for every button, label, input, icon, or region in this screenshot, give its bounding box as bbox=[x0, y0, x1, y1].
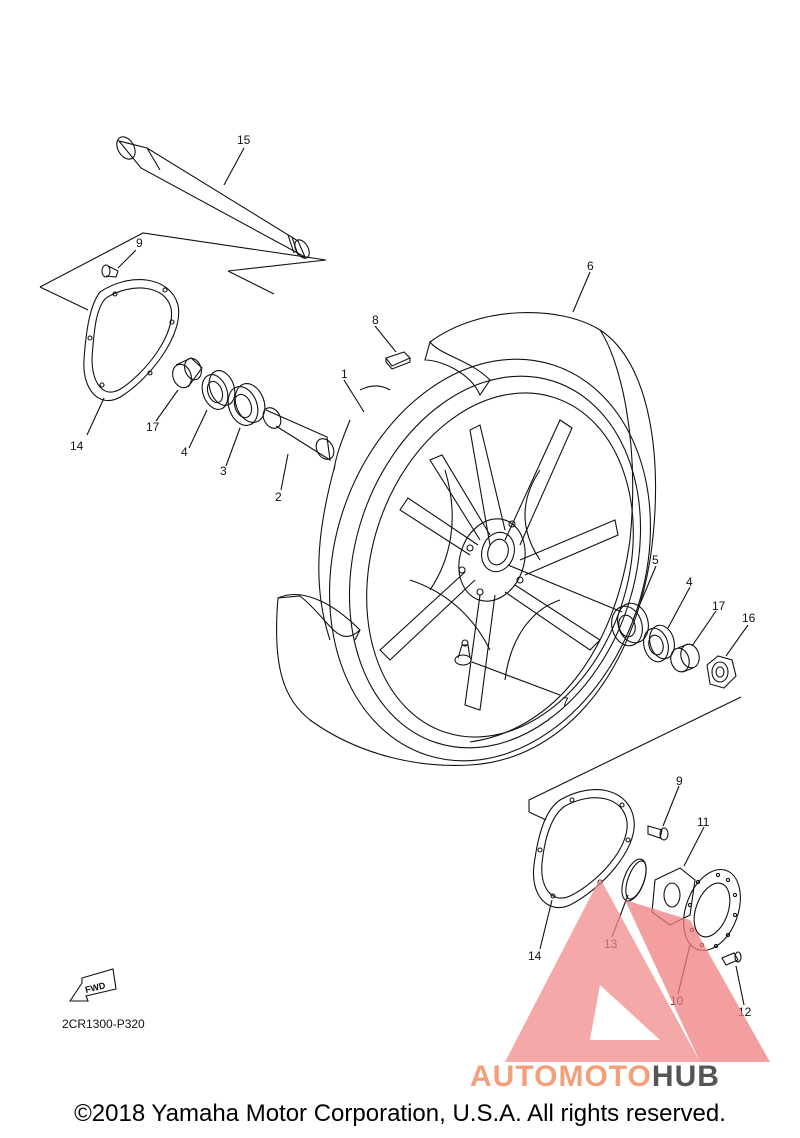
watermark-text-part2: HUB bbox=[651, 1060, 720, 1093]
collar-left-part-17 bbox=[172, 357, 203, 389]
fwd-arrow-icon bbox=[68, 968, 117, 1002]
screw-right-part-9 bbox=[647, 825, 669, 841]
axle-part-15 bbox=[116, 136, 310, 259]
tire-part-6 bbox=[276, 312, 657, 766]
fwd-label: FWD bbox=[84, 980, 107, 995]
callout-17-right: 17 bbox=[712, 599, 726, 613]
collar-right-part-17 bbox=[670, 643, 700, 673]
gasket-left-part-14 bbox=[83, 279, 180, 402]
axis-line bbox=[507, 564, 623, 613]
callout-8: 8 bbox=[372, 313, 379, 327]
leader-lines bbox=[86, 147, 749, 1006]
callout-3: 3 bbox=[220, 464, 227, 478]
bearing-right-part-5 bbox=[611, 602, 649, 647]
rim-part-1 bbox=[318, 358, 651, 762]
copyright-notice: ©2018 Yamaha Motor Corporation, U.S.A. A… bbox=[74, 1100, 726, 1127]
callout-7: 7 bbox=[562, 695, 569, 709]
callout-4-left: 4 bbox=[181, 445, 188, 459]
automotohub-logo bbox=[505, 878, 770, 1062]
balance-weight-part-8 bbox=[385, 351, 411, 370]
callout-16: 16 bbox=[742, 611, 756, 625]
screw-part-12 bbox=[721, 951, 742, 966]
bearing-left-part-3 bbox=[227, 383, 266, 426]
watermark-text: AUTOMOTOHUB bbox=[470, 1060, 720, 1094]
callout-9-right: 9 bbox=[676, 774, 683, 788]
callout-6: 6 bbox=[587, 259, 594, 273]
wheel-spokes bbox=[379, 419, 619, 711]
bracket-lines-right bbox=[528, 696, 742, 821]
callout-4-right: 4 bbox=[686, 575, 693, 589]
callout-11: 11 bbox=[697, 815, 710, 829]
watermark-text-part1: AUTOMOTO bbox=[470, 1060, 652, 1093]
spacer-part-2 bbox=[262, 407, 335, 462]
callout-5: 5 bbox=[652, 553, 659, 567]
valve-part-7 bbox=[454, 639, 472, 666]
screw-left-part-9 bbox=[101, 264, 119, 278]
callout-14-left: 14 bbox=[70, 439, 84, 453]
callout-1: 1 bbox=[341, 367, 348, 381]
diagram-reference-code: 2CR1300-P320 bbox=[62, 1017, 145, 1031]
bracket-lines-left bbox=[39, 232, 327, 311]
oil-seal-left-part-4 bbox=[201, 370, 236, 410]
oil-seal-right-part-4 bbox=[643, 624, 675, 663]
callout-9-left: 9 bbox=[136, 236, 143, 250]
callout-2: 2 bbox=[275, 490, 282, 504]
gasket-right-part-14 bbox=[532, 789, 635, 909]
wheel-hub bbox=[458, 518, 526, 602]
callout-labels: 15 9 8 6 1 14 17 4 3 2 5 4 17 16 7 9 11 … bbox=[70, 133, 756, 1019]
callout-15: 15 bbox=[237, 133, 251, 147]
callout-14-right: 14 bbox=[528, 949, 542, 963]
callout-17-left: 17 bbox=[146, 420, 160, 434]
nut-part-16 bbox=[706, 655, 737, 689]
o-ring-part-13 bbox=[621, 858, 647, 902]
